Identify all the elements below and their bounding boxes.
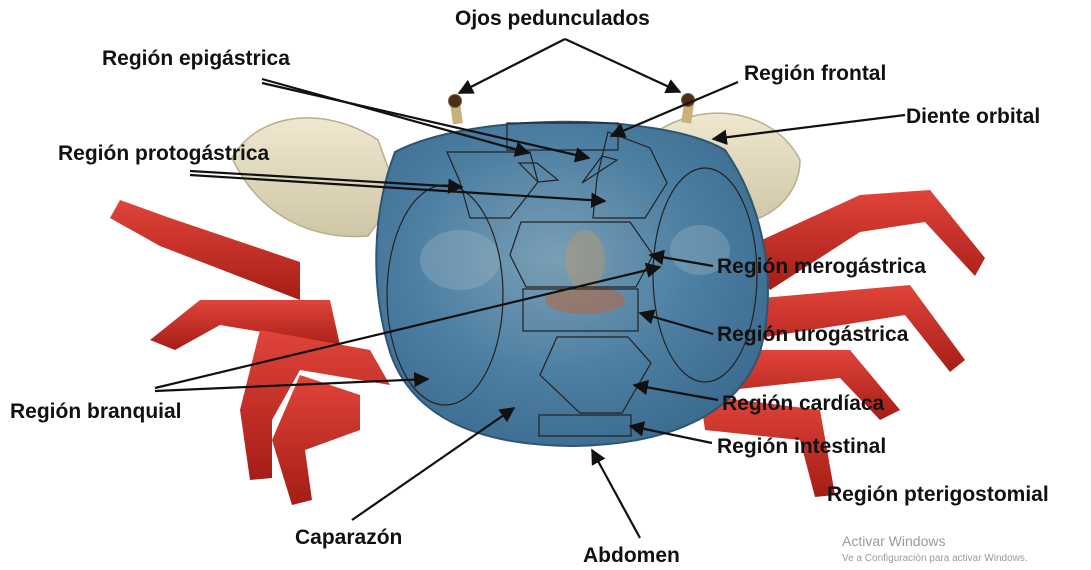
label-abdomen: Abdomen [583, 545, 680, 566]
watermark-subtitle: Ve a Configuración para activar Windows. [842, 553, 1028, 564]
eyestalks [449, 94, 695, 125]
label-region-pterigostomial: Región pterigostomial [827, 484, 1049, 505]
label-caparazon: Caparazón [295, 527, 402, 548]
label-ojos-pedunculados: Ojos pedunculados [455, 8, 650, 29]
label-region-merogastrica: Región merogástrica [717, 256, 926, 277]
label-diente-orbital: Diente orbital [906, 106, 1040, 127]
label-region-protogastrica: Región protogástrica [58, 143, 269, 164]
label-region-urogastrica: Región urogástrica [717, 324, 908, 345]
label-region-branquial: Región branquial [10, 401, 182, 422]
label-region-frontal: Región frontal [744, 63, 886, 84]
label-region-epigastrica: Región epigástrica [102, 48, 290, 69]
label-region-cardiaca: Región cardíaca [722, 393, 884, 414]
watermark-title: Activar Windows [842, 533, 945, 549]
label-region-intestinal: Región intestinal [717, 436, 886, 457]
